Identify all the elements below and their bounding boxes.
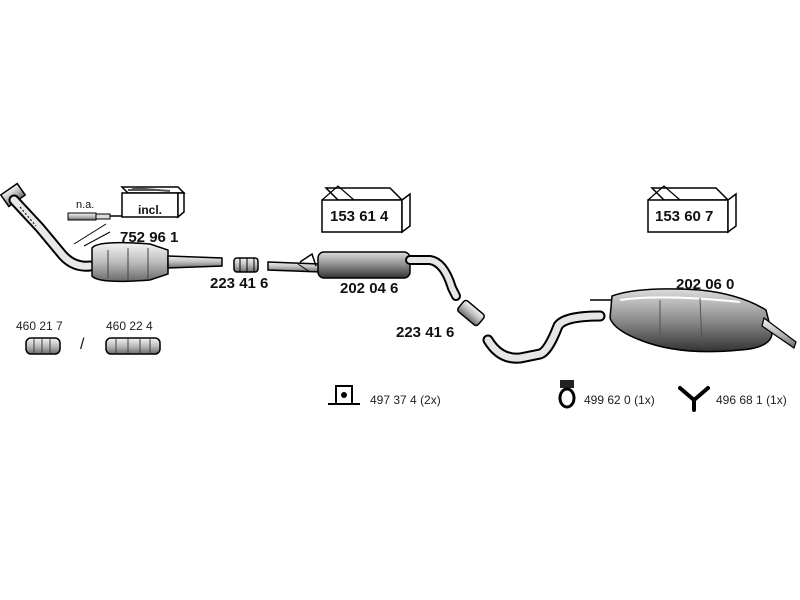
box-153607 xyxy=(647,185,737,234)
separator: / xyxy=(80,336,85,353)
box-153614-label: 153 61 4 xyxy=(330,208,389,225)
flex-pipe-1-part: 460 21 7 xyxy=(16,319,63,333)
catalyst-part: 752 96 1 xyxy=(120,229,179,246)
rubber-ring-part: 499 62 0 (1x) xyxy=(584,393,655,407)
incl-label: incl. xyxy=(138,203,163,217)
rubber-ring-icon xyxy=(558,380,576,409)
middle-silencer-part: 202 04 6 xyxy=(340,280,399,297)
bracket-part: 497 37 4 (2x) xyxy=(370,393,441,407)
front-pipe-catalyst xyxy=(0,182,223,283)
rear-silencer xyxy=(482,288,797,364)
na-label: n.a. xyxy=(76,199,95,211)
lambda-sensor xyxy=(67,212,122,221)
clamp-2 xyxy=(457,299,485,327)
clamp-1 xyxy=(233,257,259,273)
clamp-2-part: 223 41 6 xyxy=(396,324,455,341)
flex-pipe-2-part: 460 22 4 xyxy=(106,319,153,333)
box-153607-label: 153 60 7 xyxy=(655,208,714,225)
flex-pipe-1 xyxy=(25,337,61,355)
clamp-1-part: 223 41 6 xyxy=(210,275,269,292)
incl-box xyxy=(120,186,186,219)
y-hanger-part: 496 68 1 (1x) xyxy=(716,393,787,407)
y-hanger-icon xyxy=(678,386,710,412)
flex-pipe-2 xyxy=(105,337,161,355)
rear-silencer-part: 202 06 0 xyxy=(676,276,735,293)
middle-silencer xyxy=(267,251,461,301)
box-153614 xyxy=(321,185,411,234)
bracket-icon xyxy=(328,385,360,405)
